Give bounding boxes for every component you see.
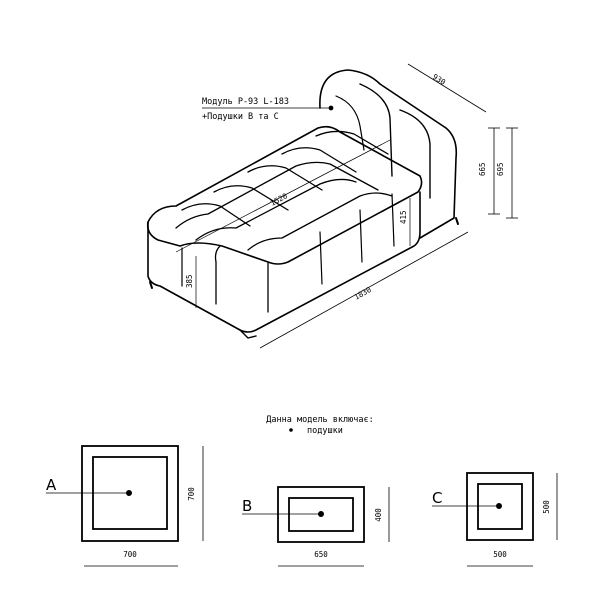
dim-seat-right: 415: [399, 210, 408, 224]
sofa-dimensions: [175, 63, 518, 349]
dim-depth-top: 930: [431, 72, 448, 87]
sofa-label: Модуль Р-93 L-183 +Подушки В та С: [202, 97, 334, 122]
includes-title: Данна модель включає:: [266, 415, 373, 425]
cushion-a-letter: A: [46, 476, 57, 494]
dim-length: 1830: [353, 285, 374, 302]
cushion-a-height: 700: [187, 487, 196, 501]
includes-note: Данна модель включає: подушки: [266, 415, 373, 436]
cushion-c: C 500 500: [432, 472, 558, 567]
dim-height-total: 695: [496, 162, 505, 176]
sofa-illustration: [146, 69, 459, 339]
cushion-b-letter: B: [242, 497, 252, 515]
sofa-front-face: [147, 191, 421, 333]
cushion-b: B 650 400: [242, 486, 390, 567]
includes-item: подушки: [307, 426, 343, 436]
dim-height-back: 665: [478, 162, 487, 176]
cushion-b-height: 400: [374, 508, 383, 522]
cushion-c-width: 500: [493, 550, 507, 559]
cushion-a-width: 700: [123, 550, 137, 559]
includes-bullet: [289, 428, 293, 432]
cushion-c-height: 500: [542, 500, 551, 514]
sofa-label-line1: Модуль Р-93 L-183: [202, 97, 289, 107]
sofa-label-line2: +Подушки В та С: [202, 112, 279, 122]
sofa-label-dot: [328, 105, 334, 111]
cushion-c-letter: C: [432, 489, 442, 507]
cushion-a: A 700 700: [46, 445, 204, 567]
cushion-b-width: 650: [314, 550, 328, 559]
sofa-backrest: [319, 69, 458, 239]
sofa-seat-top: [146, 125, 423, 265]
dim-seat-front: 385: [185, 274, 194, 288]
